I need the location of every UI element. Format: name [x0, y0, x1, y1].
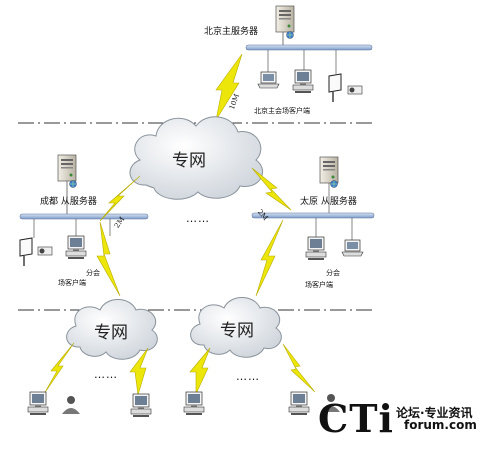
- bottom-user-1-icon: [62, 396, 80, 414]
- bottom-right-ellipsis: ……: [236, 370, 260, 383]
- right-cloud-label: 专网: [220, 321, 254, 341]
- bottom-desktop-3-icon: [183, 391, 205, 416]
- chengdu-down-lightning: [96, 221, 121, 297]
- taiyuan-laptop-icon: [341, 239, 364, 257]
- beijing-lan-bar: [245, 44, 373, 51]
- chengdu-screen-icon: [19, 237, 33, 267]
- beijing-server-label: 北京主服务器: [204, 27, 259, 37]
- bottom-desktop-4-icon: [288, 391, 310, 416]
- top-cloud-shape: [129, 116, 263, 200]
- watermark-logo: CTi: [318, 396, 394, 441]
- chengdu-desktop-icon: [65, 235, 87, 260]
- beijing-clients-label: 北京主会场客户端: [254, 107, 310, 115]
- chengdu-lightning-link: [99, 175, 141, 222]
- beijing-lightning-link: [215, 53, 243, 121]
- taiyuan-clients-label-1: 分会: [326, 269, 340, 277]
- beijing-server-icon: [275, 5, 295, 39]
- taiyuan-lan-bar: [251, 212, 375, 219]
- chengdu-clients-label-2: 场客户端: [58, 279, 86, 287]
- taiyuan-down-lightning: [255, 219, 284, 297]
- left-cloud-shape: [66, 299, 158, 360]
- taiyuan-server-label: 太原 从服务器: [300, 197, 357, 207]
- bottom-left-lightning-a: [43, 342, 75, 395]
- beijing-desktop-icon: [292, 69, 314, 94]
- bottom-user-2-icon: [322, 394, 340, 412]
- top-cloud-label: 专网: [172, 151, 206, 171]
- taiyuan-lightning-link: [251, 167, 292, 211]
- chengdu-clients-label-1: 分会: [86, 269, 100, 277]
- taiyuan-desktop-icon: [305, 236, 327, 261]
- bottom-right-lightning-a: [189, 347, 211, 395]
- beijing-screen-icon: [328, 73, 342, 103]
- bottom-desktop-1-icon: [27, 391, 49, 416]
- watermark-tagline: 论坛·专业资讯: [396, 406, 473, 420]
- right-cloud-shape: [190, 297, 282, 358]
- watermark-url: forum.com: [404, 418, 477, 432]
- center-ellipsis: ……: [186, 212, 210, 225]
- chengdu-server-label: 成都 从服务器: [40, 197, 97, 207]
- taiyuan-clients-label-2: 场客户端: [305, 281, 333, 289]
- bottom-right-lightning-b: [282, 343, 316, 393]
- chengdu-projector-icon: [37, 246, 53, 256]
- beijing-laptop-icon: [257, 71, 280, 89]
- beijing-projector-icon: [347, 85, 363, 95]
- bottom-desktop-2-icon: [130, 393, 152, 418]
- bottom-left-ellipsis: ……: [94, 368, 118, 381]
- taiyuan-server-icon: [319, 156, 339, 188]
- left-cloud-label: 专网: [94, 323, 128, 343]
- chengdu-lan-bar: [19, 213, 149, 220]
